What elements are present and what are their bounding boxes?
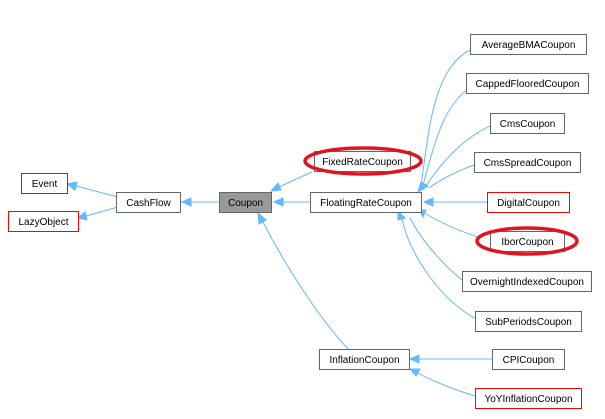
edge-iborcoupon-floatingratecoupon [425,213,483,239]
node-overnight-indexed-coupon-label: OvernightIndexedCoupon [470,277,584,288]
edge-overnightindexedcoupon-floatingratecoupon [409,217,463,281]
edge-cashflow-event-arrowhead [65,181,78,191]
node-average-bma-coupon[interactable]: AverageBMACoupon [470,34,587,55]
node-digital-coupon[interactable]: DigitalCoupon [487,192,570,213]
node-floating-rate-coupon[interactable]: FloatingRateCoupon [310,192,422,213]
edge-floatingratecoupon-coupon-arrowhead [272,197,284,207]
node-cms-coupon-label: CmsCoupon [500,119,556,130]
node-lazy-object-label: LazyObject [18,217,68,228]
edge-fixedratecoupon-coupon [278,171,313,188]
edge-coupon-cashflow-arrowhead [180,197,192,207]
highlights-layer [303,146,579,256]
edge-digitalcoupon-floatingratecoupon-arrowhead [422,197,434,207]
edge-cashflow-lazyobject [85,206,119,217]
edge-fanin-lower-arrowhead [397,209,406,221]
highlight-ring-fixed-rate-coupon [303,146,423,176]
node-digital-coupon-label: DigitalCoupon [497,198,560,209]
node-fixed-rate-coupon-label: FixedRateCoupon [322,157,403,168]
edge-cmsspreadcoupon-floatingratecoupon [428,164,475,189]
node-cash-flow[interactable]: CashFlow [116,192,181,213]
edge-yoyinflationcoupon-inflationcoupon [417,372,476,397]
edge-inflationcoupon-coupon-arrowhead [257,211,267,225]
edge-cmscoupon-floatingratecoupon [425,125,491,187]
node-overnight-indexed-coupon[interactable]: OvernightIndexedCoupon [462,271,592,292]
edge-subperiodscoupon-floatingratecoupon [401,218,479,321]
node-coupon[interactable]: Coupon [219,192,272,213]
node-cpi-coupon-label: CPICoupon [503,355,555,366]
node-inflation-coupon-label: InflationCoupon [329,355,399,366]
node-cash-flow-label: CashFlow [126,198,171,209]
node-ibor-coupon-label: IborCoupon [501,237,553,248]
edge-fanin-upper-arrowhead [417,181,429,194]
node-coupon-label: Coupon [228,198,263,209]
node-cms-spread-coupon-label: CmsSpreadCoupon [484,158,572,169]
node-cpi-coupon[interactable]: CPICoupon [492,349,565,370]
edges-layer [65,49,492,397]
node-fixed-rate-coupon[interactable]: FixedRateCoupon [314,151,411,172]
highlight-ring-ibor-coupon [475,226,579,256]
node-cms-spread-coupon[interactable]: CmsSpreadCoupon [474,152,581,173]
node-ibor-coupon[interactable]: IborCoupon [490,231,565,252]
node-event-label: Event [32,179,58,190]
edge-inflationcoupon-coupon [262,221,351,352]
node-inflation-coupon[interactable]: InflationCoupon [319,349,410,370]
edge-averagebmacoupon-floatingratecoupon [420,49,471,185]
node-capped-floored-coupon-label: CappedFlooredCoupon [476,79,580,90]
edge-cashflow-lazyobject-arrowhead [76,211,88,221]
node-average-bma-coupon-label: AverageBMACoupon [482,40,576,51]
node-yoy-inflation-coupon-label: YoYInflationCoupon [484,394,572,405]
node-event[interactable]: Event [21,173,68,194]
node-cms-coupon[interactable]: CmsCoupon [490,113,565,134]
node-sub-periods-coupon-label: SubPeriodsCoupon [485,317,572,328]
edge-fixedratecoupon-coupon-arrowhead [269,182,282,192]
node-lazy-object[interactable]: LazyObject [8,211,79,232]
edge-cashflow-event [75,185,119,198]
edge-yoyinflationcoupon-inflationcoupon-arrowhead [408,368,421,377]
node-yoy-inflation-coupon[interactable]: YoYInflationCoupon [475,388,582,409]
node-floating-rate-coupon-label: FloatingRateCoupon [320,198,412,209]
edge-cpicoupon-inflationcoupon-arrowhead [408,354,420,364]
node-capped-floored-coupon[interactable]: CappedFlooredCoupon [466,73,589,94]
edge-cappedflooredcoupon-floatingratecoupon [422,89,468,186]
nodes-layer: Event LazyObject CashFlow Coupon FixedRa… [8,34,592,409]
node-sub-periods-coupon[interactable]: SubPeriodsCoupon [475,311,582,332]
